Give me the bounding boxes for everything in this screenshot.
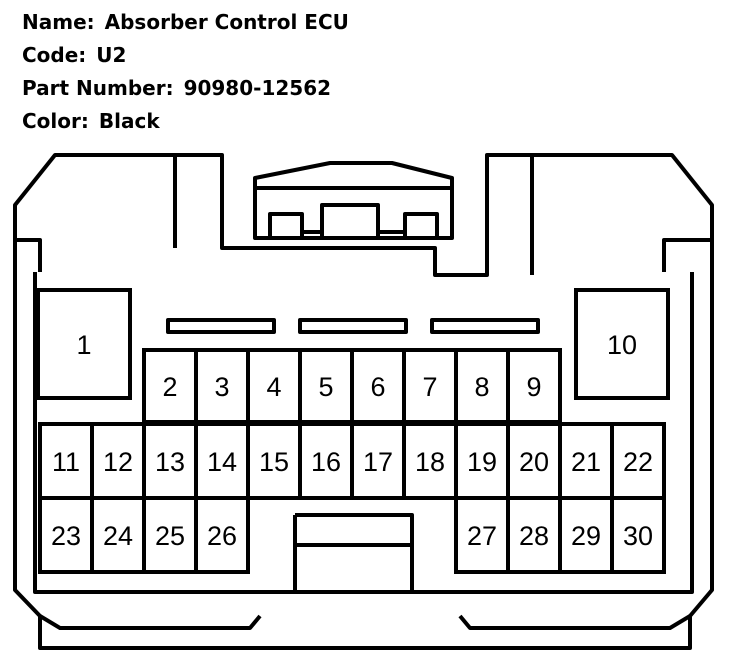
pin-20: 20 — [506, 422, 562, 500]
pin-25: 25 — [142, 496, 198, 574]
connector-housing — [13, 153, 714, 650]
pin-number: 29 — [571, 521, 601, 551]
pin-cavity — [574, 288, 670, 400]
pin-5: 5 — [298, 348, 354, 424]
pin-17: 17 — [350, 422, 406, 500]
pin-number: 28 — [519, 521, 549, 551]
pin-number: 16 — [311, 447, 341, 477]
pin-6: 6 — [350, 348, 406, 424]
pin-23: 23 — [38, 496, 94, 574]
pin-cavity — [610, 496, 666, 574]
pin-number: 17 — [363, 447, 393, 477]
pin-number: 20 — [519, 447, 549, 477]
pin-21: 21 — [558, 422, 614, 500]
pin-10: 10 — [574, 288, 670, 400]
pin-number: 27 — [467, 521, 497, 551]
pin-15: 15 — [246, 422, 302, 500]
pin-number: 26 — [207, 521, 237, 551]
color-row: Color: Black — [22, 109, 160, 133]
pin-18: 18 — [402, 422, 458, 500]
name-row: Name: Absorber Control ECU — [22, 10, 349, 34]
pin-7: 7 — [402, 348, 458, 424]
pin-8: 8 — [454, 348, 510, 424]
pin-number: 14 — [207, 447, 237, 477]
color-value: Black — [98, 109, 160, 133]
pin-30: 30 — [610, 496, 666, 574]
pin-4: 4 — [246, 348, 302, 424]
pin-number: 15 — [259, 447, 289, 477]
pin-29: 29 — [558, 496, 614, 574]
pin-26: 26 — [194, 496, 250, 574]
pin-27: 27 — [454, 496, 510, 574]
pin-number: 7 — [422, 372, 437, 402]
pin-22: 22 — [610, 422, 666, 500]
pin-1: 1 — [36, 288, 132, 400]
pin-number: 25 — [155, 521, 185, 551]
part-number-value: 90980-12562 — [183, 76, 332, 100]
pin-number: 30 — [623, 521, 653, 551]
color-label: Color: — [22, 109, 89, 133]
code-label: Code: — [22, 43, 87, 67]
pin-number: 9 — [526, 372, 541, 402]
pin-number: 18 — [415, 447, 445, 477]
pin-number: 1 — [76, 330, 91, 360]
pin-number: 22 — [623, 447, 653, 477]
pin-number: 2 — [162, 372, 177, 402]
pin-number: 5 — [318, 372, 333, 402]
code-row: Code: U2 — [22, 43, 126, 67]
pin-number: 4 — [266, 372, 281, 402]
pin-number: 3 — [214, 372, 229, 402]
pin-number: 6 — [370, 372, 385, 402]
pin-number: 21 — [571, 447, 601, 477]
pin-14: 14 — [194, 422, 250, 500]
pin-number: 24 — [103, 521, 133, 551]
pin-number: 12 — [103, 447, 133, 477]
pin-3: 3 — [194, 348, 250, 424]
pin-number: 13 — [155, 447, 185, 477]
pin-9: 9 — [506, 348, 562, 424]
pin-number: 8 — [474, 372, 489, 402]
pin-16: 16 — [298, 422, 354, 500]
pin-number: 19 — [467, 447, 497, 477]
pin-number: 10 — [607, 330, 637, 360]
pin-cavity — [36, 288, 132, 400]
pin-13: 13 — [142, 422, 198, 500]
name-value: Absorber Control ECU — [104, 10, 349, 34]
pin-12: 12 — [90, 422, 146, 500]
code-value: U2 — [96, 43, 127, 67]
pin-24: 24 — [90, 496, 146, 574]
name-label: Name: — [22, 10, 95, 34]
pin-28: 28 — [506, 496, 562, 574]
pin-cavity — [194, 496, 250, 574]
pin-number: 23 — [51, 521, 81, 551]
pin-2: 2 — [142, 348, 198, 424]
pin-number: 11 — [52, 447, 80, 477]
part-number-label: Part Number: — [22, 76, 174, 100]
part-number-row: Part Number: 90980-12562 — [22, 76, 331, 100]
pin-11: 11 — [38, 422, 94, 500]
pin-19: 19 — [454, 422, 510, 500]
